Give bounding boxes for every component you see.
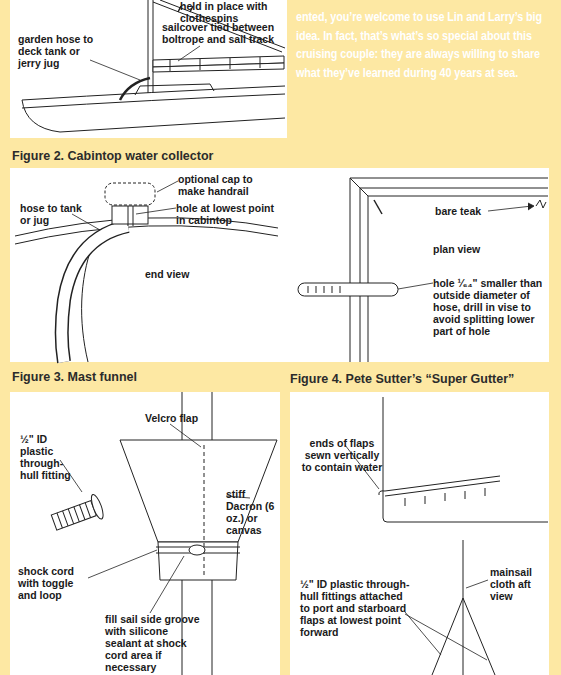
handrail-plan-view (350, 178, 548, 362)
super-gutter-drawing (432, 598, 463, 675)
leader-line (345, 445, 488, 660)
handrail-plan-view (298, 283, 398, 296)
callout-label: shock cord with toggle and loop (18, 565, 93, 601)
callout-label: hose to tank or jug (20, 202, 92, 226)
leader-line (72, 181, 178, 230)
leader-line (488, 206, 532, 211)
leader-line (405, 614, 487, 660)
boat-drawing (153, 0, 154, 92)
boat-drawing (135, 84, 214, 95)
leader-line (170, 424, 201, 447)
boat-drawing (260, 57, 261, 68)
super-gutter-drawing (379, 397, 548, 675)
mast-funnel-drawing (57, 503, 91, 528)
callout-label: hole ¹⁄₆₄" smaller than outside diameter… (433, 277, 545, 337)
handrail-plan-view (298, 178, 548, 362)
boat-drawing (22, 0, 285, 132)
callout-label: bare teak (435, 205, 505, 217)
cabintop-end-view (15, 226, 278, 244)
leader-line (405, 612, 441, 655)
figure-caption: Figure 4. Pete Sutter’s “Super Gutter” (290, 372, 549, 386)
leader-line (528, 203, 534, 210)
figure-panel (290, 392, 549, 675)
leader-line (398, 283, 433, 289)
boat-drawing (153, 63, 284, 72)
leader-line (398, 203, 534, 289)
leader-line (90, 46, 200, 80)
super-gutter-drawing (405, 488, 485, 506)
mast-funnel-drawing (204, 445, 205, 578)
leader-line (60, 424, 250, 613)
mast-funnel-drawing (158, 542, 238, 580)
cabintop-end-view (105, 183, 155, 205)
mast-funnel-drawing (89, 493, 105, 520)
leader-line (136, 208, 176, 214)
leader-line (178, 46, 200, 61)
boat-drawing (120, 78, 150, 100)
body-text: ented, you’re welcome to use Lin and Lar… (296, 8, 556, 82)
callout-label: ½" ID plastic through-hull fitting (20, 433, 72, 481)
callout-label: fill sail side groove with silicone seal… (105, 613, 205, 673)
cabintop-end-view (112, 206, 148, 224)
boat-drawing (200, 59, 201, 70)
leader-line (90, 60, 140, 80)
super-gutter-drawing (385, 481, 500, 496)
cabintop-end-view (62, 226, 128, 362)
boat-drawing (22, 94, 285, 108)
leader-line (72, 214, 100, 230)
cabintop-end-view (15, 183, 278, 362)
callout-label: Velcro flap (145, 412, 225, 424)
callout-label: ½" ID plastic through-hull fittings atta… (300, 578, 412, 638)
super-gutter-drawing (463, 598, 495, 675)
cabintop-end-view (128, 206, 129, 226)
view-label: plan view (433, 243, 513, 255)
cabintop-end-view (62, 226, 128, 362)
super-gutter-drawing (463, 540, 464, 675)
figure-caption: Figure 3. Mast funnel (12, 370, 272, 384)
callout-label: sailcover tied between boltrope and sail… (162, 21, 287, 45)
mast-funnel-drawing (51, 501, 96, 530)
callout-label: garden hose to deck tank or jerry jug (18, 33, 98, 69)
callout-label: ends of flaps sewn vertically to contain… (300, 437, 384, 473)
leader-line (88, 550, 157, 578)
super-gutter-drawing (383, 397, 384, 518)
callout-label: stiff Dacron (6 oz.) or canvas (226, 488, 280, 536)
handrail-plan-view (368, 196, 548, 362)
boat-drawing (22, 86, 285, 100)
handrail-plan-view (360, 188, 548, 362)
handrail-plan-view (536, 200, 546, 208)
handrail-plan-view (350, 178, 368, 196)
figure-panel (10, 168, 549, 362)
boat-drawing (22, 100, 285, 132)
mast-funnel-drawing (189, 545, 205, 555)
callout-label: mainsail cloth aft view (490, 566, 548, 602)
figure-panel (10, 392, 280, 675)
figure-panel (10, 0, 287, 138)
cabintop-end-view (133, 206, 134, 226)
boat-drawing (230, 58, 231, 69)
handrail-plan-view (308, 286, 340, 293)
leader-line (157, 181, 178, 192)
leader-line (150, 556, 184, 613)
callout-label: held in place with clothespins (180, 0, 290, 24)
callout-label: optional cap to make handrail (178, 173, 273, 197)
leader-line (466, 580, 488, 588)
super-gutter-drawing (383, 518, 548, 522)
figure-caption: Figure 2. Cabintop water collector (12, 149, 312, 163)
super-gutter-drawing (379, 491, 385, 495)
callout-label: hole at lowest point in cabintop (176, 202, 276, 226)
handrail-plan-view (374, 200, 382, 214)
mast-funnel-drawing (50, 493, 106, 535)
boat-drawing (170, 60, 171, 71)
figure-panel (10, 0, 549, 675)
view-label: end view (145, 268, 225, 280)
